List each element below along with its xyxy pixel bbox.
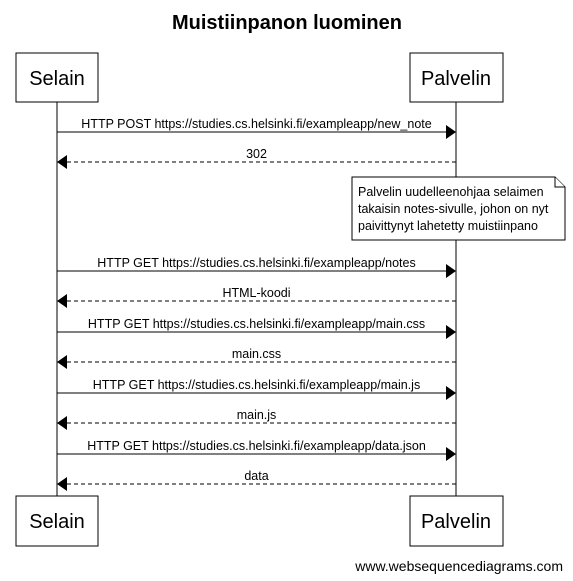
- message-4: HTML-koodi: [57, 286, 456, 308]
- message-7: HTTP GET https://studies.cs.helsinki.fi/…: [57, 378, 456, 400]
- participant-browser-bottom: Selain: [15, 495, 99, 547]
- message-9: HTTP GET https://studies.cs.helsinki.fi/…: [57, 439, 456, 461]
- participant-browser-label: Selain: [29, 511, 85, 533]
- message-8: main.js: [57, 408, 456, 430]
- participant-browser-top: Selain: [15, 52, 99, 103]
- arrowhead-icon: [446, 386, 456, 400]
- arrowhead-icon: [57, 155, 67, 169]
- arrowhead-icon: [446, 125, 456, 139]
- participant-browser-label: Selain: [29, 68, 85, 90]
- message-label: HTML-koodi: [222, 286, 290, 300]
- message-3: HTTP GET https://studies.cs.helsinki.fi/…: [57, 256, 456, 278]
- arrowhead-icon: [57, 355, 67, 369]
- arrowhead-icon: [57, 477, 67, 491]
- message-label: main.js: [237, 408, 277, 422]
- participant-server-bottom: Palvelin: [409, 495, 504, 547]
- message-6: main.css: [57, 347, 456, 369]
- note-line: takaisin notes-sivulle, johon on nyt: [358, 202, 549, 216]
- message-10: data: [57, 469, 456, 491]
- note: Palvelin uudelleenohjaa selaimen takaisi…: [351, 176, 566, 241]
- arrowhead-icon: [446, 325, 456, 339]
- messages: HTTP POST https://studies.cs.helsinki.fi…: [57, 117, 456, 491]
- arrowhead-icon: [446, 447, 456, 461]
- diagram-title: Muistiinpanon luominen: [172, 12, 402, 34]
- message-label: main.css: [232, 347, 281, 361]
- arrowhead-icon: [57, 416, 67, 430]
- arrowhead-icon: [57, 294, 67, 308]
- message-label: data: [244, 469, 268, 483]
- message-label: 302: [246, 147, 267, 161]
- message-label: HTTP POST https://studies.cs.helsinki.fi…: [81, 117, 431, 131]
- message-label: HTTP GET https://studies.cs.helsinki.fi/…: [87, 439, 426, 453]
- note-line: Palvelin uudelleenohjaa selaimen: [358, 185, 544, 199]
- message-label: HTTP GET https://studies.cs.helsinki.fi/…: [93, 378, 420, 392]
- arrowhead-icon: [446, 264, 456, 278]
- note-line: paivittynyt lahetetty muistiinpano: [358, 219, 538, 233]
- message-label: HTTP GET https://studies.cs.helsinki.fi/…: [97, 256, 415, 270]
- message-label: HTTP GET https://studies.cs.helsinki.fi/…: [88, 317, 425, 331]
- message-1: HTTP POST https://studies.cs.helsinki.fi…: [57, 117, 456, 139]
- participant-server-label: Palvelin: [421, 511, 491, 533]
- message-5: HTTP GET https://studies.cs.helsinki.fi/…: [57, 317, 456, 339]
- participant-server-top: Palvelin: [409, 52, 504, 103]
- participant-server-label: Palvelin: [421, 68, 491, 90]
- credit-text: www.websequencediagrams.com: [354, 558, 563, 574]
- message-2: 302: [57, 147, 456, 169]
